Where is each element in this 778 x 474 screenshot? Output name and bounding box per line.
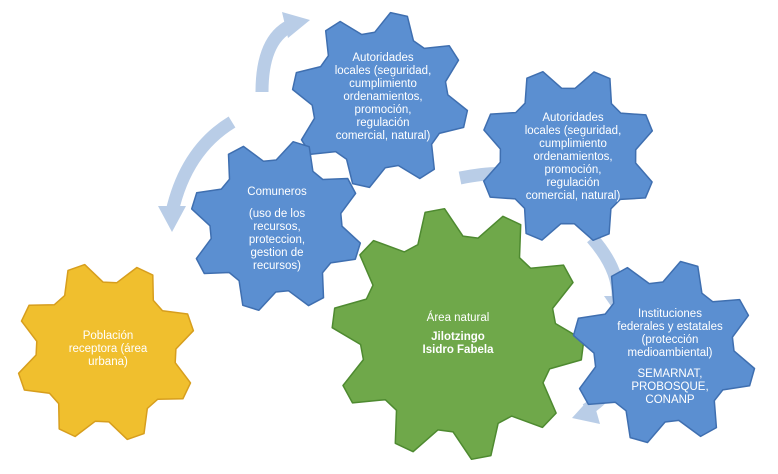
label-line: regulación — [356, 117, 410, 129]
label-line: locales (seguridad, — [334, 65, 432, 77]
arrow-left — [165, 116, 236, 214]
label-line: recursos) — [253, 260, 301, 272]
gear-comuneros-label: Comuneros (uso de los recursos, protecci… — [222, 186, 332, 273]
label-title: federales y estatales — [617, 321, 723, 333]
gear-area-natural-label: Área natural Jilotzingo Isidro Fabela — [398, 312, 518, 357]
label-line: Autoridades — [542, 112, 604, 124]
label-line: cumplimiento — [539, 138, 607, 150]
gear-autoridades-right — [482, 70, 654, 242]
label-line: proteccion, — [248, 234, 306, 246]
label-line: comercial, natural) — [335, 130, 431, 142]
gear-comuneros — [190, 140, 362, 312]
arrow-top-head — [282, 12, 310, 38]
label-title: Instituciones — [638, 308, 702, 320]
gear-autoridades-right-label: Autoridades locales (seguridad, cumplimi… — [508, 112, 638, 203]
label-line: urbana) — [88, 356, 128, 368]
label-line: regulación — [546, 177, 600, 189]
label-line: Jilotzingo — [431, 331, 485, 343]
gear-poblacion — [17, 263, 195, 441]
label-line: CONANP — [645, 394, 695, 406]
label-line: recursos, — [253, 221, 301, 233]
label-line: ordenamientos, — [533, 151, 613, 163]
label-line: gestion de — [250, 247, 304, 259]
label-title: Comuneros — [247, 186, 307, 198]
gear-instituciones — [572, 260, 756, 444]
label-line: cumplimiento — [349, 78, 417, 90]
label-line: (uso de los — [248, 208, 306, 220]
arrow-top — [255, 20, 294, 93]
label-line: ordenamientos, — [343, 91, 423, 103]
label-line: PROBOSQUE, — [631, 381, 709, 393]
label-line: locales (seguridad, — [524, 125, 622, 137]
label-line: receptora (área — [68, 343, 148, 355]
label-line: (protección — [641, 334, 699, 346]
label-line: promoción, — [354, 104, 412, 116]
gear-instituciones-label: Instituciones federales y estatales (pro… — [600, 308, 740, 407]
gear-poblacion-label: Población receptora (área urbana) — [48, 330, 168, 369]
label-line: Autoridades — [352, 52, 414, 64]
arrow-left-head — [158, 206, 186, 232]
gear-autoridades-top-label: Autoridades locales (seguridad, cumplimi… — [318, 52, 448, 143]
label-line: SEMARNAT, — [637, 368, 703, 380]
label-line: Isidro Fabela — [422, 344, 494, 356]
gear-area-natural — [331, 207, 585, 461]
label-line: Población — [82, 330, 134, 342]
gear-autoridades-top — [291, 11, 469, 189]
label-line: medioambiental) — [627, 347, 713, 359]
label-line: comercial, natural) — [525, 190, 621, 202]
label-line: promoción, — [544, 164, 602, 176]
label-title: Área natural — [426, 312, 490, 324]
